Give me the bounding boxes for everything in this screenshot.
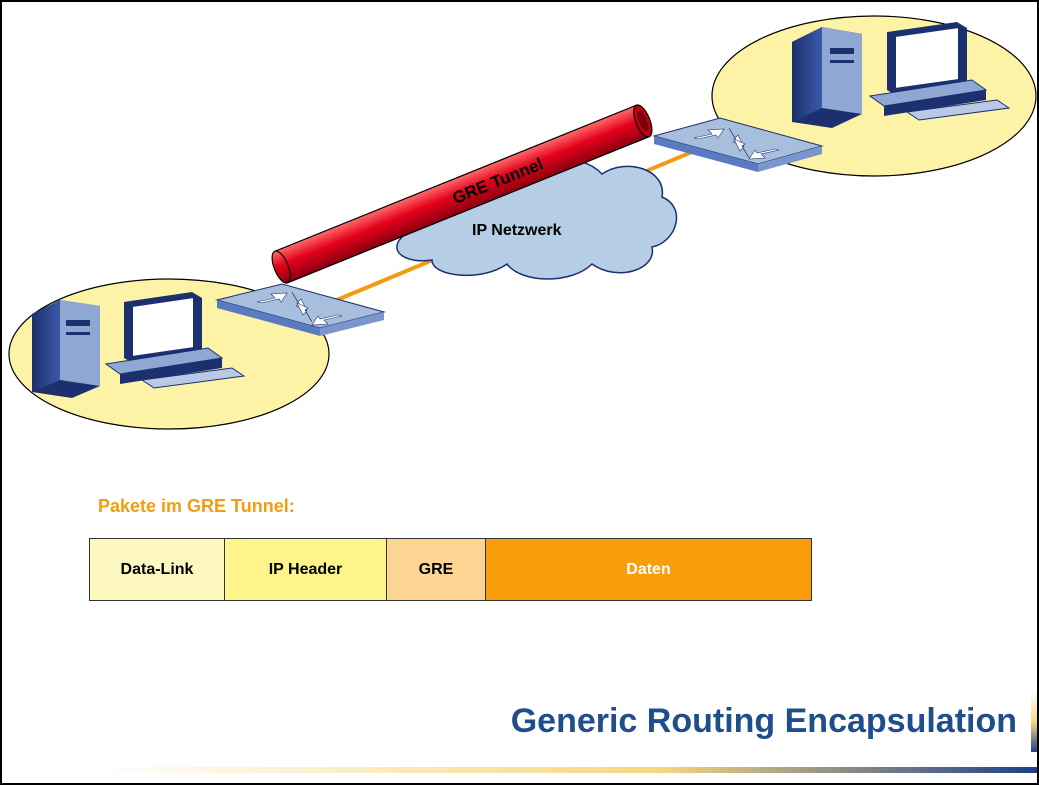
- network-label: IP Netzwerk: [472, 222, 562, 239]
- workstation-icon: [104, 292, 246, 389]
- packet-caption: Pakete im GRE Tunnel:: [98, 496, 295, 516]
- network-diagram: IP Netzwerk GRE Tunnel: [8, 15, 1037, 430]
- server-icon: [792, 27, 862, 128]
- router-icon: [652, 117, 824, 172]
- site-b: [711, 15, 1037, 177]
- packet-structure: Data-Link IP Header GRE Daten: [89, 538, 812, 601]
- packet-cell-gre: GRE: [387, 539, 486, 600]
- router-icon: [215, 283, 386, 336]
- slide-title: Generic Routing Encapsulation: [510, 702, 1017, 740]
- accent-bar-vertical: [1031, 692, 1037, 752]
- accent-bar-horizontal: [92, 767, 1037, 773]
- packet-cell-data-link: Data-Link: [90, 539, 225, 600]
- packet-cell-ip-header: IP Header: [225, 539, 387, 600]
- server-icon: [32, 300, 100, 398]
- workstation-icon: [868, 22, 1011, 121]
- packet-cell-daten: Daten: [486, 539, 811, 600]
